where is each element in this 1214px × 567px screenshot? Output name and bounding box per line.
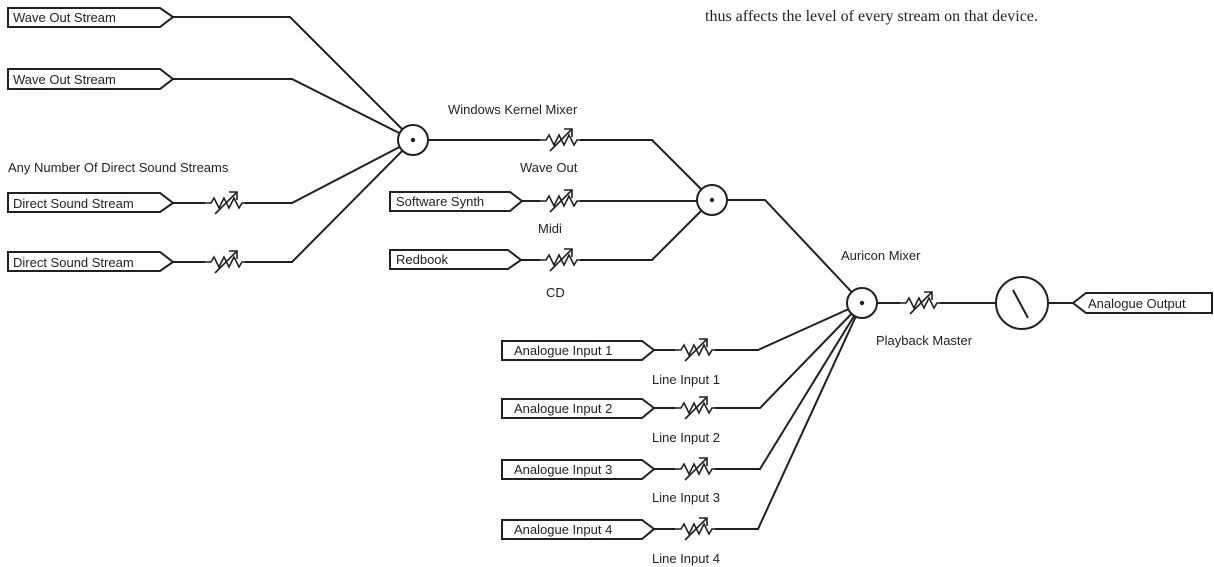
- source-dsound-2: Direct Sound Stream: [7, 251, 175, 272]
- mixer-node-dot-2: [709, 197, 715, 203]
- analogue-output-label: Analogue Output: [1088, 296, 1186, 311]
- line-1-resistor-icon: [674, 338, 716, 362]
- wire-ain-1-out: [715, 302, 863, 351]
- cd-label: CD: [546, 285, 565, 300]
- source-dsound-1: Direct Sound Stream: [7, 192, 175, 213]
- wire-wave-out-2: [173, 78, 414, 141]
- line-4-resistor-icon: [674, 517, 716, 541]
- midi-resistor-icon: [539, 189, 581, 213]
- source-dsound-2-label: Direct Sound Stream: [13, 255, 134, 270]
- playback-master-resistor-icon: [899, 291, 941, 315]
- playback-master-label: Playback Master: [876, 333, 973, 348]
- wire-dsound-2-out: [245, 139, 414, 263]
- source-wave-out-1-label: Wave Out Stream: [13, 10, 116, 25]
- source-wave-out-1: Wave Out Stream: [7, 7, 175, 28]
- source-wave-out-2: Wave Out Stream: [7, 68, 175, 90]
- source-analogue-in-4: Analogue Input 4: [501, 519, 656, 540]
- wire-dsound-1-out: [245, 139, 414, 204]
- source-analogue-in-1: Analogue Input 1: [501, 340, 656, 361]
- source-software-synth-label: Software Synth: [396, 194, 484, 209]
- source-analogue-in-3-label: Analogue Input 3: [514, 462, 612, 477]
- analogue-output: Analogue Output: [1071, 292, 1213, 314]
- source-analogue-in-1-label: Analogue Input 1: [514, 343, 612, 358]
- line-3-resistor-icon: [674, 457, 716, 481]
- wire-kernel-to-auricon: [727, 199, 863, 304]
- midi-label: Midi: [538, 221, 562, 236]
- source-software-synth: Software Synth: [389, 191, 524, 212]
- source-redbook-label: Redbook: [396, 252, 449, 267]
- wave-out-resistor-icon: [539, 128, 581, 152]
- wire-redbook-out: [580, 199, 713, 261]
- auricon-mixer-label: Auricon Mixer: [841, 248, 921, 263]
- source-wave-out-2-label: Wave Out Stream: [13, 72, 116, 87]
- line-4-label: Line Input 4: [652, 551, 720, 566]
- mixer-node-dot-1: [410, 137, 416, 143]
- line-2-resistor-icon: [674, 396, 716, 420]
- wire-wave-out-to-node: [580, 139, 713, 201]
- wire-ain-2-out: [715, 302, 863, 409]
- line-2-label: Line Input 2: [652, 430, 720, 445]
- wire-wave-out-1: [173, 16, 414, 141]
- line-1-label: Line Input 1: [652, 372, 720, 387]
- wire-ain-3-out: [715, 302, 863, 470]
- description-caption: thus affects the level of every stream o…: [705, 8, 1038, 25]
- line-3-label: Line Input 3: [652, 490, 720, 505]
- source-analogue-in-2-label: Analogue Input 2: [514, 401, 612, 416]
- source-redbook: Redbook: [389, 249, 523, 270]
- source-analogue-in-4-label: Analogue Input 4: [514, 522, 612, 537]
- source-dsound-1-label: Direct Sound Stream: [13, 196, 134, 211]
- dsound-1-resistor-icon: [204, 191, 246, 215]
- source-analogue-in-3: Analogue Input 3: [501, 459, 656, 480]
- wire-ain-4-out: [715, 302, 863, 530]
- dsound-2-resistor-icon: [204, 250, 246, 274]
- any-number-label: Any Number Of Direct Sound Streams: [8, 160, 229, 175]
- master-meter-icon: [995, 276, 1049, 330]
- cd-resistor-icon: [539, 248, 581, 272]
- mixer-node-dot-3: [859, 300, 865, 306]
- source-analogue-in-2: Analogue Input 2: [501, 398, 656, 419]
- wave-out-label: Wave Out: [520, 160, 578, 175]
- kernel-mixer-label: Windows Kernel Mixer: [448, 102, 578, 117]
